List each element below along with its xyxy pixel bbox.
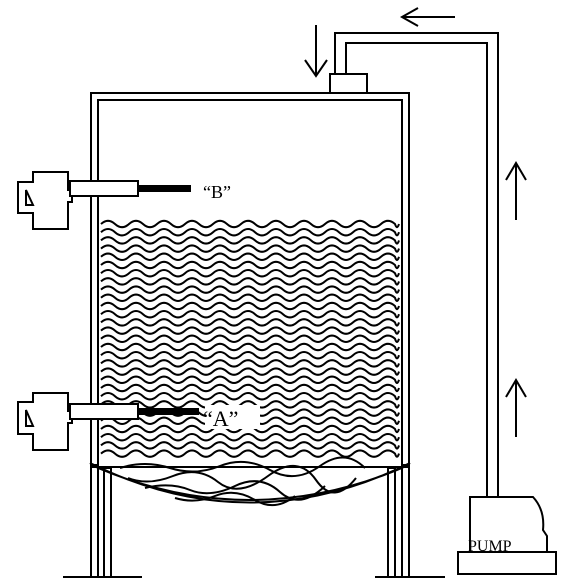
liquid-wave-line	[100, 285, 400, 294]
arrow-left-icon	[399, 7, 455, 27]
sensor-b-probe	[137, 185, 191, 192]
liquid-wave-line	[100, 244, 400, 253]
liquid-wave-line	[100, 326, 400, 335]
sediment	[119, 456, 366, 507]
sensor-a-stem	[69, 403, 139, 420]
liquid-wave-line	[100, 228, 400, 237]
liquid-wave-line	[100, 375, 400, 384]
liquid-wave-line	[100, 400, 400, 409]
pipe-outer-line	[334, 32, 499, 497]
pipe-inner-line	[345, 42, 488, 497]
label-pump: PUMP	[468, 538, 512, 555]
liquid-wave-line	[100, 318, 400, 327]
liquid-wave-line	[100, 219, 400, 229]
sediment-stroke	[127, 465, 357, 494]
liquid-waves	[100, 219, 400, 458]
sensor-a-probe	[137, 408, 199, 415]
liquid-wave-line	[100, 441, 400, 450]
sediment-stroke	[119, 456, 366, 477]
liquid-wave-line	[100, 359, 400, 368]
sensor-a-housing	[17, 392, 73, 451]
leg-left-outer	[90, 464, 99, 578]
label-probe-b: “B”	[203, 182, 231, 202]
liquid-wave-line	[100, 392, 400, 401]
liquid-wave-line	[100, 383, 400, 393]
sensor-b-housing	[17, 171, 73, 230]
liquid-wave-line	[100, 236, 400, 245]
liquid-wave-line	[100, 342, 400, 352]
liquid-wave-line	[100, 367, 400, 376]
label-a-background	[205, 405, 260, 429]
liquid-wave-line	[100, 301, 400, 311]
sensor-a	[17, 392, 199, 451]
liquid-wave-line	[100, 277, 400, 286]
liquid-wave-line	[100, 310, 400, 319]
liquid-wave-line	[100, 449, 400, 458]
liquid-wave-line	[100, 433, 400, 442]
liquid-wave-line	[100, 260, 400, 270]
liquid-wave-line	[100, 334, 400, 343]
arrow-up-icon	[505, 161, 527, 220]
liquid-wave-line	[100, 293, 400, 302]
pipe-inlet-flange	[329, 73, 368, 94]
sediment-stroke	[174, 491, 296, 507]
pump-body	[469, 496, 548, 552]
sensor-b	[17, 171, 191, 230]
liquid-wave-line	[100, 269, 400, 278]
sensor-b-stem	[69, 180, 139, 197]
flow-arrows	[304, 7, 527, 437]
label-probe-a: “A”	[203, 406, 238, 431]
tank-inner-wall	[97, 99, 403, 468]
leg-right-outer	[401, 464, 410, 578]
liquid-wave-line	[100, 351, 400, 360]
return-pipe	[329, 32, 499, 497]
tank-shell	[89, 92, 411, 504]
arrow-down-icon	[304, 25, 328, 78]
arrow-up-icon	[505, 378, 527, 437]
liquid-wave-line	[100, 252, 400, 261]
pump-base	[457, 551, 557, 575]
pump	[457, 496, 557, 575]
leg-right-inner	[387, 467, 396, 578]
leg-left-inner	[103, 467, 112, 578]
